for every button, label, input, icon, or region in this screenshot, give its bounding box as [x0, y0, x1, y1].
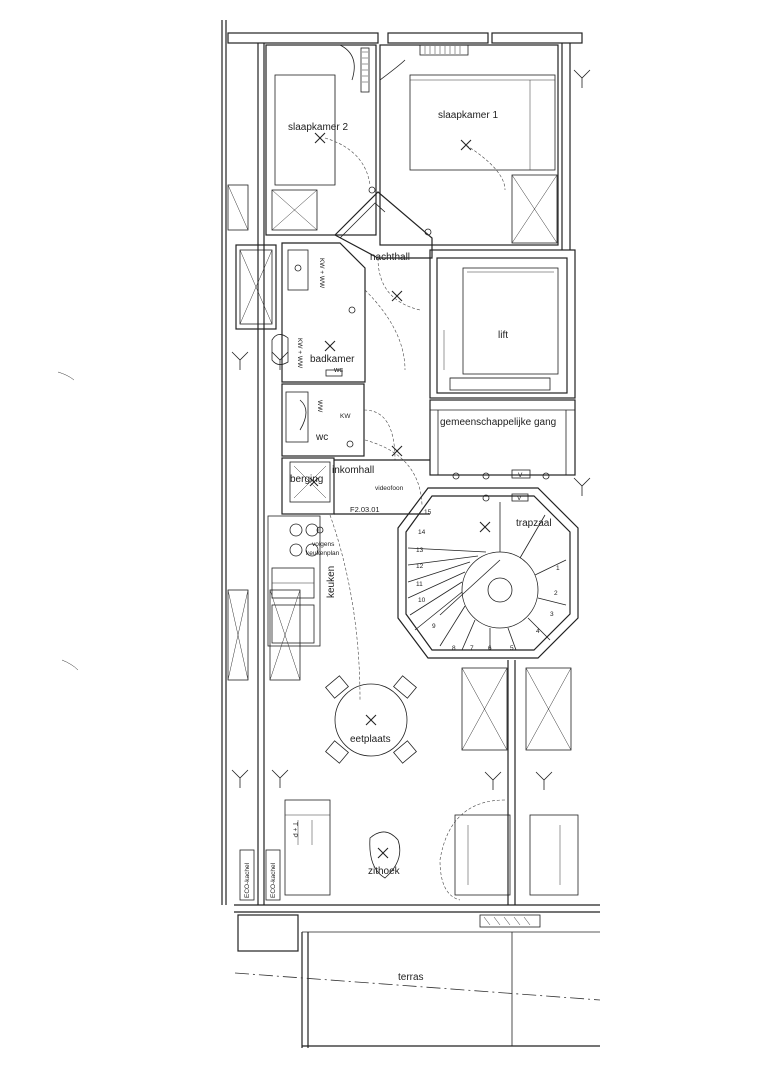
label-v-1: V: [518, 472, 523, 479]
label-wc-small: wc: [333, 365, 343, 374]
label-keuken: keuken: [326, 566, 337, 598]
stair-step-2: 2: [554, 590, 558, 597]
label-inkomhall: inkomhall: [332, 465, 374, 476]
room-gang: V gemeenschappelijke gang: [429, 399, 576, 480]
label-terras: terras: [398, 972, 424, 983]
label-wc: wc: [315, 432, 328, 443]
stair-step-10: 10: [418, 597, 426, 604]
room-trapzaal: V trapzaal 15 14 13 12 11 10 9 8 7 6 5 4 3 2 1: [397, 487, 579, 659]
stair-step-3: 3: [550, 611, 554, 618]
label-kw-ww-1: KW + WW: [318, 258, 325, 289]
stair-step-14: 14: [418, 529, 426, 536]
stair-step-5: 5: [510, 645, 514, 652]
label-keukenplan: keukenplan: [306, 550, 340, 557]
label-slaapkamer-2: slaapkamer 2: [288, 122, 348, 133]
label-gang: gemeenschappelijke gang: [440, 417, 556, 428]
scan-marks: [57, 371, 79, 671]
label-v-2: V: [517, 495, 522, 502]
label-lift: lift: [498, 330, 508, 341]
stair-step-12: 12: [416, 563, 424, 570]
label-ww: WW: [316, 400, 323, 413]
room-zithoek: T + P ECO-kachel ECO-kachel zithoek: [239, 799, 579, 901]
label-t-p: T + P: [291, 822, 298, 838]
stair-step-15: 15: [424, 509, 432, 516]
room-slaapkamer-2: slaapkamer 2: [265, 44, 377, 236]
room-slaapkamer-1: slaapkamer 1: [379, 44, 559, 246]
stair-step-13: 13: [416, 547, 424, 554]
label-berging: berging: [290, 474, 323, 485]
stair-step-11: 11: [416, 581, 423, 588]
shaft: [235, 244, 277, 330]
valve-symbols: [231, 69, 591, 790]
label-nachthall: nachthall: [370, 252, 410, 263]
label-kw: KW: [340, 413, 351, 420]
label-slaapkamer-1: slaapkamer 1: [438, 110, 498, 121]
room-keuken: volgens keukenplan keuken: [267, 514, 361, 701]
left-boxes: [227, 184, 301, 681]
stair-step-4: 4: [536, 628, 540, 635]
label-eco-2: ECO-kachel: [270, 862, 277, 898]
outer-walls: [221, 20, 600, 913]
label-videofoon: videofoon: [375, 485, 404, 492]
room-berging: berging: [281, 457, 335, 515]
stair-step-1: 1: [556, 565, 560, 572]
stair-step-numbers: 15 14 13 12 11 10 9 8 7 6 5 4 3 2 1: [416, 509, 560, 652]
label-volgens: volgens: [312, 541, 335, 548]
room-wc: KW WW wc: [281, 383, 396, 461]
stair-step-8: 8: [452, 645, 456, 652]
label-badkamer: badkamer: [310, 354, 355, 365]
label-trapzaal: trapzaal: [516, 518, 552, 529]
room-nachthall: nachthall: [334, 186, 433, 311]
room-lift: lift: [429, 249, 576, 399]
terras: terras: [234, 914, 601, 1048]
room-eetplaats: eetplaats: [325, 675, 417, 764]
label-eetplaats: eetplaats: [350, 734, 391, 745]
label-zithoek: zithoek: [368, 866, 401, 877]
stair-step-6: 6: [488, 645, 492, 652]
label-eco-1: ECO-kachel: [244, 862, 251, 898]
stair-step-7: 7: [470, 645, 474, 652]
stair-step-9: 9: [432, 623, 436, 630]
window-panels: [461, 660, 572, 905]
label-kw-ww-2: KW + WW: [296, 338, 303, 369]
room-inkomhall: inkomhall videofoon F2.03.01: [332, 439, 430, 515]
room-badkamer: KW + WW KW + WW badkamer wc: [271, 242, 406, 383]
label-unit-code: F2.03.01: [350, 505, 380, 514]
